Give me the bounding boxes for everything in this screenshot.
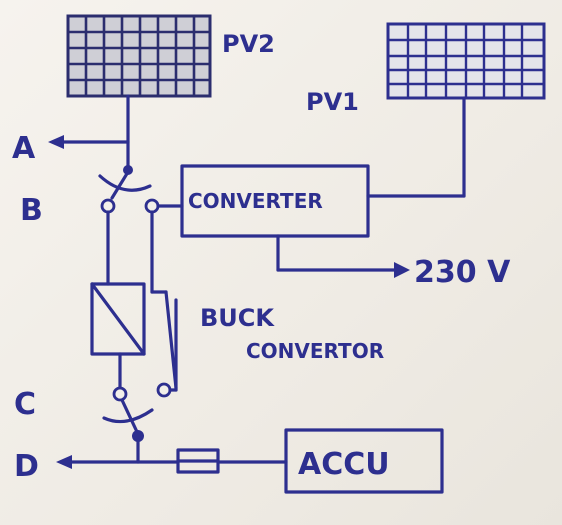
lower-switch [102, 298, 178, 442]
converter-label: CONVERTER [188, 189, 323, 213]
pv1-panel [386, 22, 546, 100]
converter-block: CONVERTER [180, 164, 370, 238]
buck-converter-block [90, 282, 146, 356]
terminal-c-label: C [14, 387, 36, 422]
output-230v-label: 230 V [414, 255, 511, 290]
accu-label: ACCU [298, 447, 390, 482]
ac-output [276, 234, 410, 278]
terminal-a-label: A [12, 131, 36, 166]
terminal-d-label: D [14, 449, 39, 484]
pv2-label: PV2 [222, 30, 275, 58]
arrow-a-icon [48, 135, 64, 149]
buck-label-line1: BUCK [200, 304, 275, 332]
battery-wiring [56, 438, 288, 474]
terminal-b-label: B [20, 193, 43, 228]
arrow-d-icon [56, 455, 72, 469]
pv1-label: PV1 [306, 88, 359, 116]
pv1-wiring [366, 96, 466, 198]
pv2-panel [66, 14, 212, 98]
buck-label-line2: CONVERTOR [246, 339, 384, 363]
arrow-230v-icon [394, 262, 410, 278]
upper-switch [98, 165, 160, 214]
pv2-wiring [48, 94, 130, 170]
accu-block: ACCU [284, 428, 444, 494]
